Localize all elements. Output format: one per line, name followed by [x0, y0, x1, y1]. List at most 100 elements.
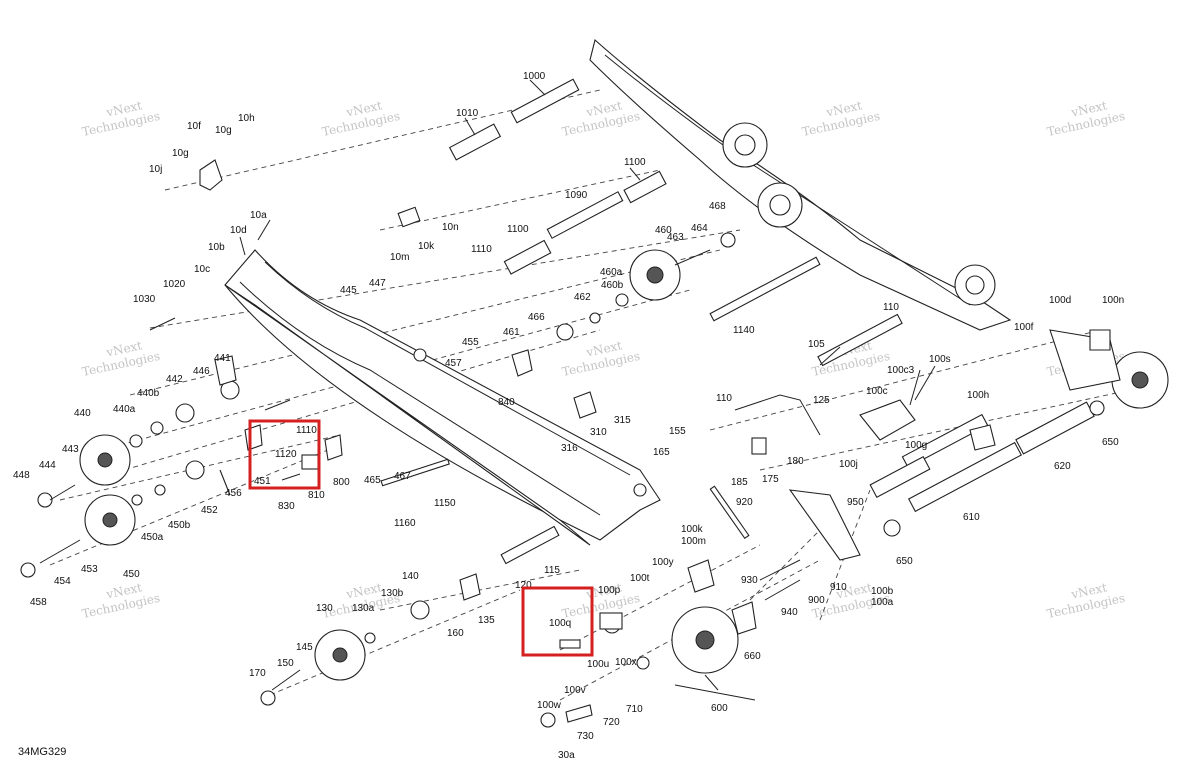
- part-label: 442: [166, 374, 183, 385]
- part-label: 830: [278, 501, 295, 512]
- part-label: 810: [308, 490, 325, 501]
- part-labels: 1000 1010 1100 1090 1100 1110 10h 10f 10…: [13, 71, 1124, 761]
- part-label: 100k: [681, 524, 704, 535]
- part-label: 440b: [137, 388, 160, 399]
- part-label: 10b: [208, 242, 225, 253]
- part-label: 450a: [141, 532, 164, 543]
- part-label: 100q: [549, 618, 571, 629]
- part-label: 461: [503, 327, 520, 338]
- part-label: 460a: [600, 267, 623, 278]
- part-label: 130b: [381, 588, 404, 599]
- part-label: 100u: [587, 659, 609, 670]
- part-label: 10m: [390, 252, 409, 263]
- part-label: 100n: [1102, 295, 1124, 306]
- part-label: 10k: [418, 241, 435, 252]
- part-label: 800: [333, 477, 350, 488]
- part-label: 1030: [133, 294, 156, 305]
- part-label: 100d: [1049, 295, 1071, 306]
- part-label: 10j: [149, 164, 162, 175]
- part-label: 950: [847, 497, 864, 508]
- part-label: 1110: [296, 425, 317, 436]
- part-label: 450: [123, 569, 140, 580]
- part-label: 1120: [275, 449, 297, 460]
- highlight-box-100q: [521, 586, 594, 657]
- part-label: 170: [249, 668, 266, 679]
- right-slide-rail: [589, 38, 1012, 331]
- part-label: 440: [74, 408, 91, 419]
- part-label: 10a: [250, 210, 267, 221]
- part-label: 458: [30, 597, 47, 608]
- part-label: 185: [731, 477, 748, 488]
- part-label: 130: [316, 603, 333, 614]
- part-label: 145: [296, 642, 313, 653]
- part-label: 445: [340, 285, 357, 296]
- part-label: 1100: [624, 157, 646, 168]
- part-label: 1090: [565, 190, 588, 201]
- highlight-box-1110: [248, 419, 321, 490]
- part-label: 650: [896, 556, 913, 567]
- part-label: 455: [462, 337, 479, 348]
- part-label: 100v: [564, 685, 586, 696]
- part-label: 100m: [681, 536, 706, 547]
- part-label: 100f: [1014, 322, 1034, 333]
- part-label: 466: [528, 312, 545, 323]
- part-label: 10g: [172, 148, 189, 159]
- part-label: 1140: [733, 325, 755, 336]
- part-label: 150: [277, 658, 294, 669]
- part-label: 456: [225, 488, 242, 499]
- part-label: 1160: [394, 518, 416, 529]
- part-label: 600: [711, 703, 728, 714]
- part-label: 155: [669, 426, 686, 437]
- part-label: 660: [744, 651, 761, 662]
- part-label: 100b: [871, 586, 894, 597]
- part-label: 465: [364, 475, 381, 486]
- part-label: 30a: [558, 750, 575, 761]
- part-label: 310: [590, 427, 607, 438]
- part-label: 130a: [352, 603, 375, 614]
- part-label: 10f: [187, 121, 201, 132]
- part-label: 460: [655, 225, 672, 236]
- part-label: 100x: [615, 657, 637, 668]
- part-label: 463: [667, 232, 684, 243]
- part-label: 454: [54, 576, 71, 587]
- part-label: 460b: [601, 280, 624, 291]
- part-label: 100t: [630, 573, 650, 584]
- part-label: 453: [81, 564, 98, 575]
- part-label: 175: [762, 474, 779, 485]
- part-label: 900: [808, 595, 825, 606]
- part-label: 165: [653, 447, 670, 458]
- part-label: 910: [830, 582, 847, 593]
- part-label: 100y: [652, 557, 674, 568]
- part-label: 10h: [238, 113, 255, 124]
- part-label: 920: [736, 497, 753, 508]
- part-label: 120: [515, 580, 532, 591]
- left-slide-rail: [224, 249, 661, 546]
- part-label: 10c: [194, 264, 210, 275]
- part-label: 180: [787, 456, 804, 467]
- part-label: 840: [498, 397, 515, 408]
- part-label: 110: [883, 302, 899, 313]
- part-label: 446: [193, 366, 210, 377]
- part-label: 464: [691, 223, 708, 234]
- part-label: 940: [781, 607, 798, 618]
- part-label: 115: [544, 565, 560, 576]
- part-label: 1100: [507, 224, 529, 235]
- part-label: 100g: [905, 440, 927, 451]
- part-label: 467: [394, 471, 411, 482]
- part-label: 140: [402, 571, 419, 582]
- part-label: 710: [626, 704, 643, 715]
- part-label: 135: [478, 615, 495, 626]
- part-label: 10n: [442, 222, 459, 233]
- part-label: 450b: [168, 520, 191, 531]
- part-label: 316: [561, 443, 578, 454]
- part-label: 610: [963, 512, 980, 523]
- part-label: 650: [1102, 437, 1119, 448]
- part-label: 100c: [866, 386, 888, 397]
- part-label: 10d: [230, 225, 247, 236]
- part-label: 444: [39, 460, 56, 471]
- drawing-code: 34MG329: [18, 746, 66, 758]
- part-label: 620: [1054, 461, 1071, 472]
- part-label: 468: [709, 201, 726, 212]
- part-label: 100h: [967, 390, 989, 401]
